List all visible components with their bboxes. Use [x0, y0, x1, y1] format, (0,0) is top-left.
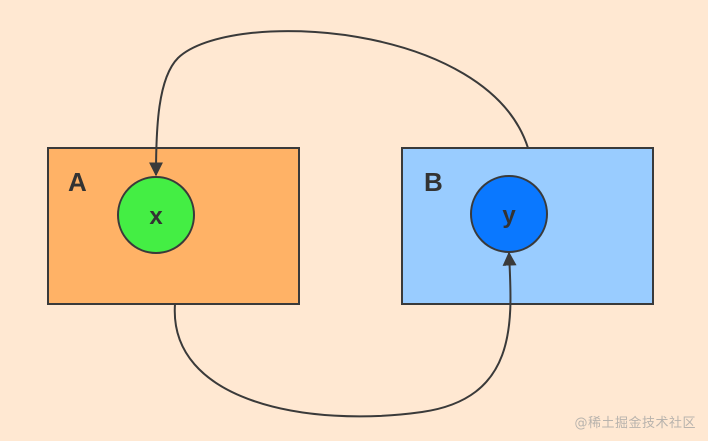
- watermark-text: @稀土掘金技术社区: [574, 416, 696, 431]
- node-y-label: y: [502, 202, 516, 229]
- node-x-circle: [117, 176, 195, 254]
- box-b: B y: [401, 147, 654, 305]
- arrow-top: [149, 30, 529, 177]
- node-x-label: x: [149, 203, 163, 230]
- box-a-label: A: [68, 167, 87, 197]
- node-x: x: [117, 176, 195, 254]
- node-y: y: [470, 175, 548, 253]
- box-b-label: B: [424, 167, 443, 197]
- arrow-bottom: [173, 251, 517, 418]
- box-a: A x: [47, 147, 300, 305]
